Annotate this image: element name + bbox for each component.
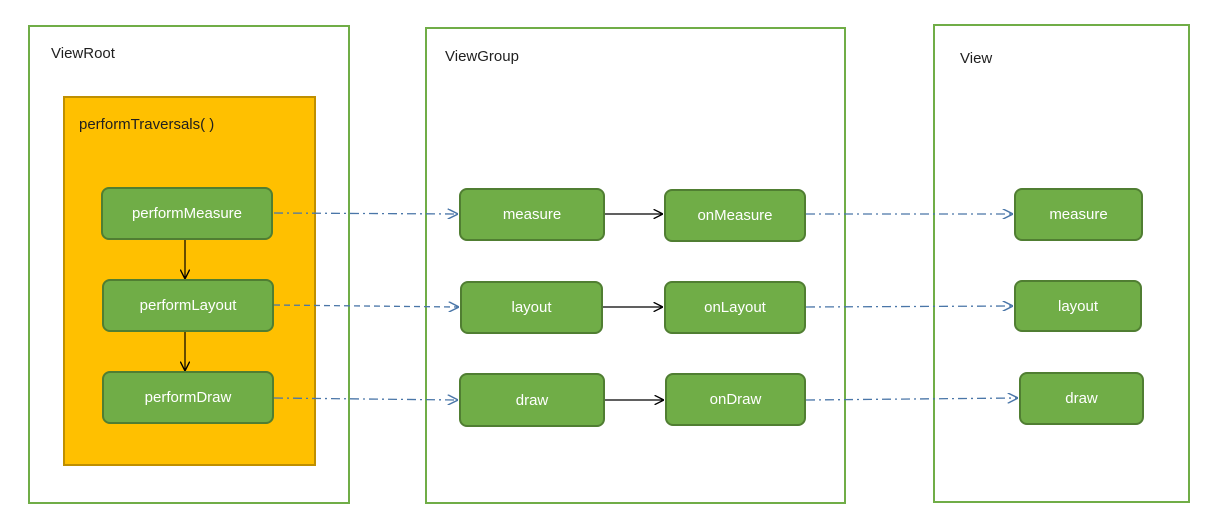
perform-measure-node: performMeasure [101,187,273,240]
perform-traversals-title: performTraversals( ) [79,116,215,133]
viewgroup-panel: ViewGroup [425,27,846,504]
viewroot-title: ViewRoot [51,45,115,62]
viewgroup-draw-node: draw [459,373,605,427]
viewgroup-on-layout-node: onLayout [664,281,806,334]
perform-draw-node: performDraw [102,371,274,424]
view-measure-node: measure [1014,188,1143,241]
view-panel: View [933,24,1190,503]
view-title: View [960,50,993,67]
viewgroup-layout-node: layout [460,281,603,334]
viewgroup-measure-node: measure [459,188,605,241]
perform-layout-node: performLayout [102,279,274,332]
viewgroup-on-measure-node: onMeasure [664,189,806,242]
viewgroup-title: ViewGroup [445,48,519,65]
viewgroup-on-draw-node: onDraw [665,373,806,426]
view-draw-node: draw [1019,372,1144,425]
view-layout-node: layout [1014,280,1142,332]
